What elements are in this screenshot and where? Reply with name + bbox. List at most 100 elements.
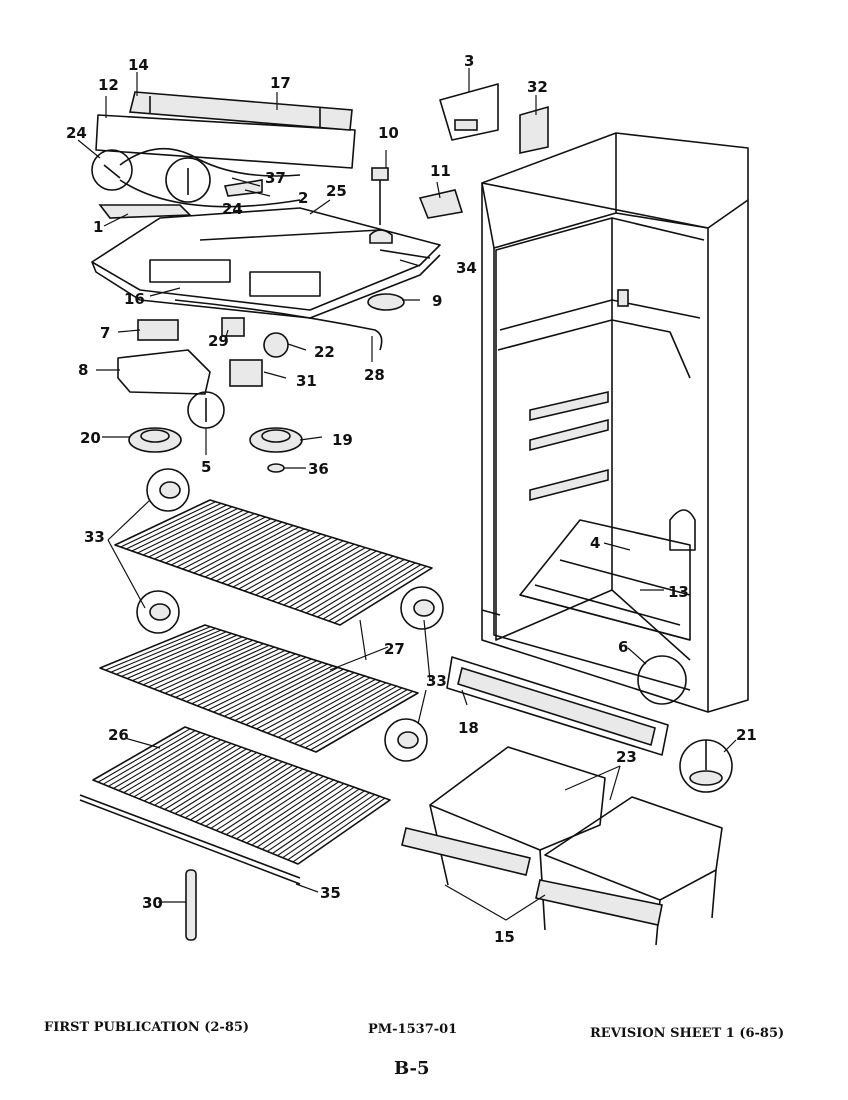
shelf-wire: [299, 687, 403, 747]
callout-36: 36: [308, 460, 329, 478]
shelf-wire: [227, 533, 322, 586]
shelf-wire: [191, 653, 296, 705]
shelf-wire: [176, 518, 272, 568]
cabinet: [481, 132, 749, 713]
callout-8: 8: [78, 361, 88, 379]
callout-28: 28: [364, 366, 385, 384]
callout-22: 22: [314, 343, 335, 361]
shelf-wire: [234, 667, 339, 721]
callout-17: 17: [270, 74, 291, 92]
shelf-wire: [205, 766, 299, 827]
shelf-wire: [184, 759, 278, 819]
shelf-wire: [215, 530, 311, 582]
shelf-wire: [169, 753, 263, 812]
shelf-wire: [175, 648, 280, 698]
shelf-wire: [195, 763, 288, 823]
detail-circles: [136, 468, 733, 793]
shelf-wire: [132, 634, 238, 682]
shelf-wire: [229, 665, 334, 719]
callout-2: 2: [298, 189, 308, 207]
control-housing: [91, 91, 441, 319]
shelf-wire: [169, 646, 275, 696]
shelf-wire: [283, 682, 387, 740]
shelf-wire: [304, 689, 408, 749]
shelf-wire: [174, 755, 268, 815]
shelf-wire: [266, 545, 361, 600]
shelf-wire: [245, 670, 350, 726]
shelf-wire: [143, 744, 237, 802]
callout-21: 21: [736, 726, 757, 744]
shelf-wire: [277, 680, 381, 738]
shelf-wire: [186, 651, 291, 703]
shelf-wire: [250, 672, 355, 728]
shelf-wire: [179, 757, 273, 817]
shelf-wire: [154, 748, 247, 806]
shelf-wire: [138, 742, 232, 800]
callout-23: 23: [616, 748, 637, 766]
shelf-wire: [244, 538, 338, 592]
shelf-wire: [105, 626, 211, 671]
callout-4: 4: [590, 534, 600, 552]
shelf-wire: [256, 784, 350, 848]
shelf-wire: [231, 775, 324, 838]
shelf-wire: [182, 519, 277, 570]
shelf-wire: [294, 685, 397, 745]
callout-7: 7: [100, 324, 110, 342]
shelf-wire: [159, 513, 255, 562]
shelf-wire: [256, 673, 360, 730]
callout-18: 18: [458, 719, 479, 737]
callout-1: 1: [93, 218, 103, 236]
callout-20: 20: [80, 429, 101, 447]
shelf-wire: [159, 643, 264, 692]
shelf-wire: [215, 770, 309, 831]
shelf-wire: [240, 668, 344, 724]
callout-26: 26: [108, 726, 129, 744]
shelf-wire: [225, 773, 319, 836]
shelf-wire: [164, 644, 270, 694]
callout-6: 6: [618, 638, 628, 656]
callout-24b: 24: [222, 200, 243, 218]
callout-14: 14: [128, 56, 149, 74]
shelf-wire: [223, 663, 328, 717]
shelf-wire: [121, 631, 227, 677]
callout-29: 29: [208, 332, 229, 350]
components: [91, 83, 549, 473]
shelf-wire: [251, 783, 345, 846]
revision-note: REVISION SHEET 1 (6-85): [590, 1026, 785, 1041]
callout-labels: 14 17 12 3 32 10 24 37 2 25 11 1 24 34 1…: [66, 52, 757, 946]
shelf-wire: [277, 548, 372, 604]
shelf-wire: [164, 752, 258, 810]
callout-34: 34: [456, 259, 477, 277]
shelf-wire: [193, 523, 288, 574]
shelf-wire: [238, 536, 333, 590]
callout-13: 13: [668, 583, 689, 601]
callout-32: 32: [527, 78, 548, 96]
shelf-wire: [322, 562, 416, 620]
shelf-wire: [272, 547, 366, 602]
shelf-wire: [137, 506, 233, 554]
callout-19: 19: [332, 431, 353, 449]
shelf-wire: [153, 641, 259, 690]
toe-grille-and-crispers: [401, 656, 723, 946]
shelf-wire: [255, 542, 350, 596]
callout-35: 35: [320, 884, 341, 902]
first-publication-note: FIRST PUBLICATION (2-85): [44, 1020, 250, 1035]
shelf-wire: [142, 638, 248, 686]
shelf-wire: [126, 502, 222, 550]
part-number: PM-1537-01: [368, 1022, 458, 1037]
callout-12: 12: [98, 76, 119, 94]
shelf-wire: [128, 739, 222, 796]
callout-15: 15: [494, 928, 515, 946]
shelf-wire: [120, 501, 216, 548]
shelf-wire: [272, 790, 365, 854]
shelf-wire: [236, 777, 329, 840]
shelf-wire: [232, 535, 327, 588]
callout-24: 24: [66, 124, 87, 142]
shelf-wire: [289, 552, 383, 608]
callout-16: 16: [124, 290, 145, 308]
shelf-wire: [221, 531, 316, 584]
callout-25: 25: [326, 182, 347, 200]
callout-5: 5: [201, 458, 211, 476]
shelf-wire: [159, 750, 252, 808]
